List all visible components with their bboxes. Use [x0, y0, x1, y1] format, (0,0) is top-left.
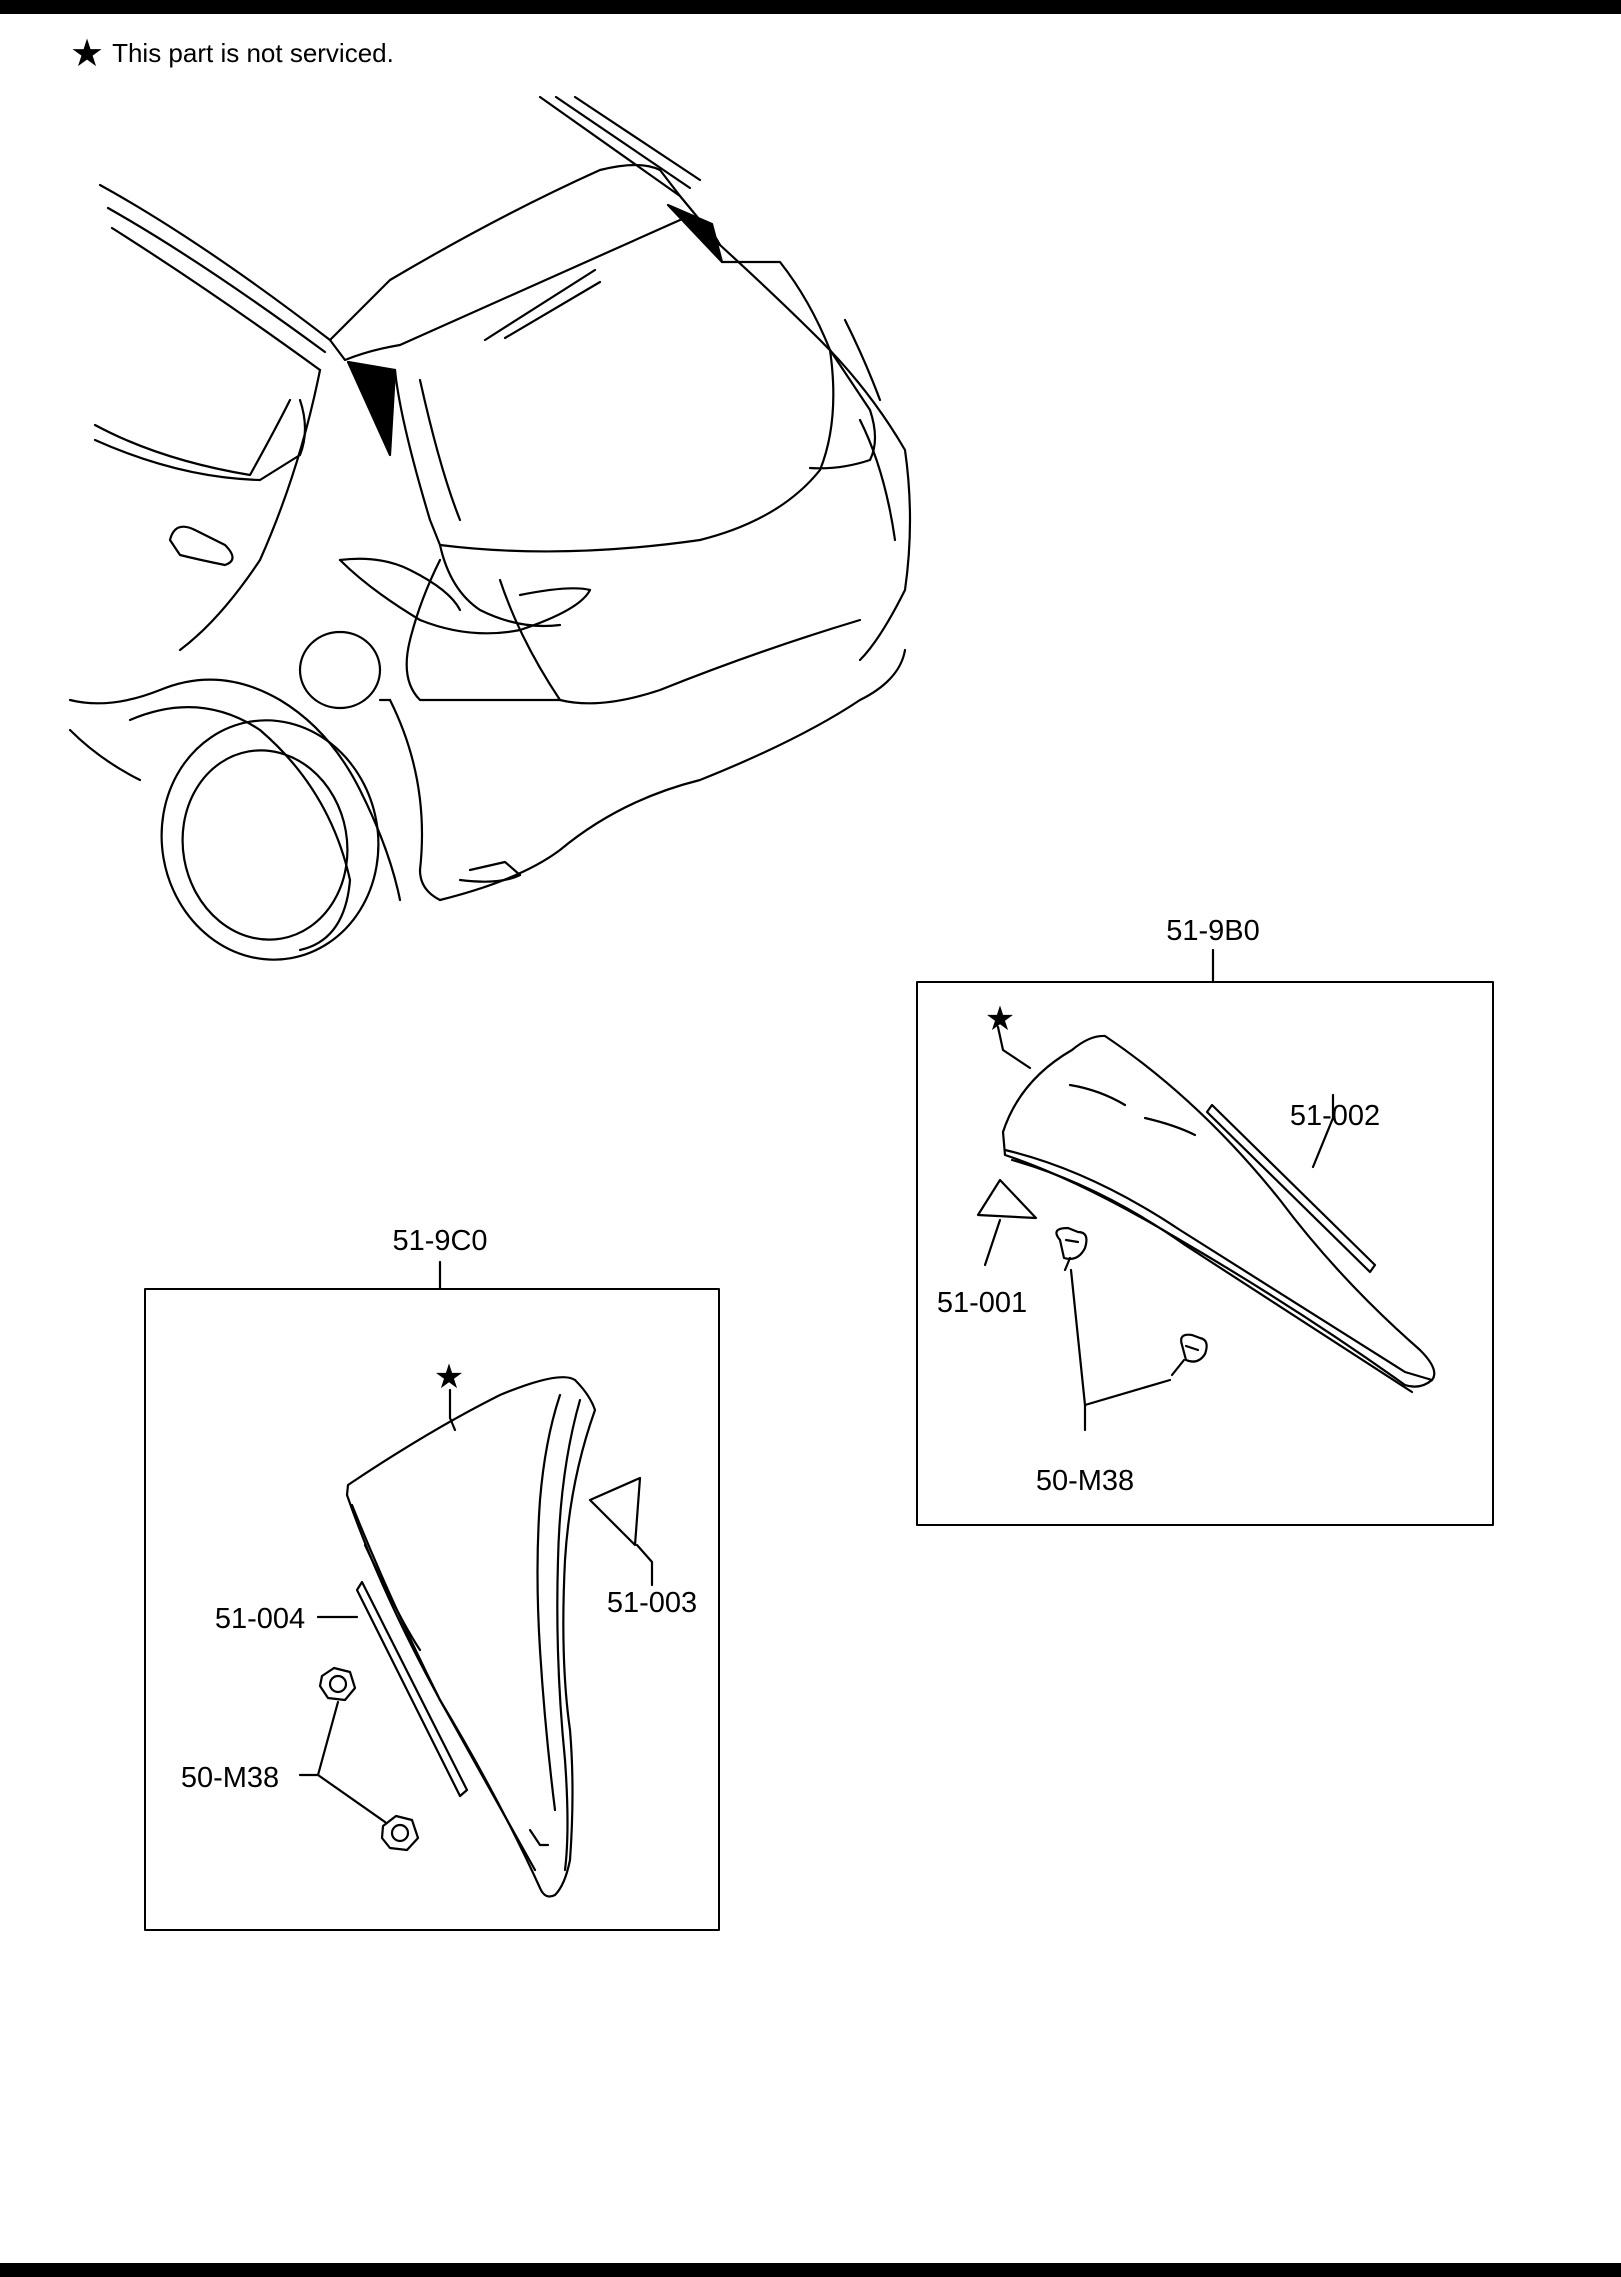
star-icon: ★ [985, 999, 1015, 1039]
clip-icon [1170, 1333, 1208, 1377]
nut-icon [380, 1814, 420, 1852]
star-icon: ★ [434, 1357, 464, 1397]
vehicle-illustration [68, 95, 912, 961]
star-icon: ★ [70, 31, 105, 75]
legend-note: ★ This part is not serviced. [70, 34, 394, 72]
clip-icon [1055, 1226, 1088, 1272]
top-rule [0, 0, 1621, 14]
legend-text: This part is not serviced. [112, 37, 394, 68]
part-label-51-002: 51-002 [1290, 1100, 1380, 1132]
assembly-code-51-9B0: 51-9B0 [1166, 915, 1260, 947]
part-label-51-003: 51-003 [607, 1587, 697, 1619]
assembly-code-51-9C0: 51-9C0 [392, 1225, 487, 1257]
part-label-50-M38-right: 50-M38 [1036, 1465, 1134, 1497]
assembly-51-9B0 [916, 948, 1494, 1526]
garnish-9b0-part [1001, 1034, 1436, 1388]
nut-icon [318, 1666, 357, 1702]
assembly-51-9C0 [144, 1260, 720, 1931]
bottom-rule [0, 2263, 1621, 2277]
part-label-50-M38-left: 50-M38 [181, 1762, 279, 1794]
part-label-51-004: 51-004 [215, 1603, 305, 1635]
part-label-51-001: 51-001 [937, 1287, 1027, 1319]
